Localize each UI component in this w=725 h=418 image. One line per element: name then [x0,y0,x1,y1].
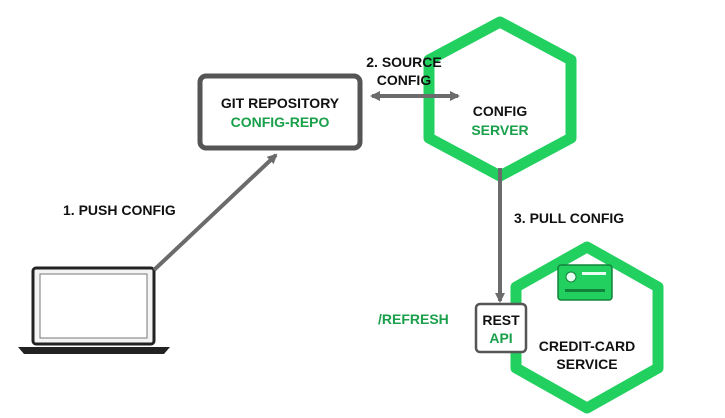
push-config-label: 1. PUSH CONFIG [63,202,176,218]
source-config-label-line1: 2. SOURCE [366,54,442,70]
credit-card-service-label-line1: CREDIT-CARD [538,338,636,354]
laptop-icon [18,266,170,354]
source-config-label-line2: CONFIG [376,72,432,88]
git-repository-title: GIT REPOSITORY [220,95,340,111]
git-repository-name: CONFIG-REPO [230,114,330,130]
config-server-label-line2: SERVER [471,122,529,138]
push-config-arrow [152,153,278,272]
credit-card-service-hexagon [510,241,664,414]
credit-card-service-label-line2: SERVICE [556,356,618,372]
rest-api-label-line2: API [489,330,513,346]
git-repository-box [197,73,363,151]
rest-api-box [474,302,528,354]
rest-api-label-line1: REST [482,312,520,328]
credit-card-icon [557,264,613,301]
refresh-endpoint-label: /REFRESH [378,311,449,327]
config-server-hexagon [423,16,577,182]
config-server-label-line1: CONFIG [472,103,528,119]
pull-config-label: 3. PULL CONFIG [514,210,625,226]
